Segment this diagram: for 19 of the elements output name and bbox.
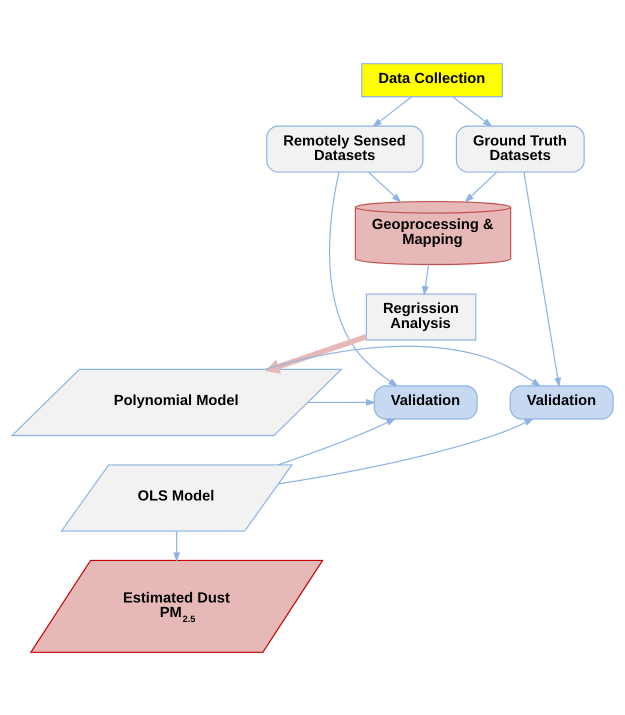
arrow bbox=[278, 418, 396, 465]
arrow bbox=[264, 345, 542, 386]
node-box: Data Collection bbox=[361, 62, 503, 97]
arrow bbox=[308, 398, 376, 406]
arrow bbox=[523, 172, 562, 387]
node-box: Remotely Sensed Datasets bbox=[266, 125, 424, 172]
arrow bbox=[372, 96, 412, 127]
arrow bbox=[265, 334, 368, 374]
arrow bbox=[452, 96, 493, 127]
arrow bbox=[173, 530, 180, 562]
arrow bbox=[368, 171, 402, 202]
arrow bbox=[328, 172, 398, 386]
arrow bbox=[422, 264, 430, 296]
arrow bbox=[464, 172, 497, 202]
node-box: Validation bbox=[510, 384, 614, 420]
arrow bbox=[278, 418, 534, 484]
node-box: Regrission Analysis bbox=[366, 292, 476, 340]
node-box: Ground Truth Datasets bbox=[456, 125, 585, 172]
node-box: Validation bbox=[374, 384, 478, 420]
